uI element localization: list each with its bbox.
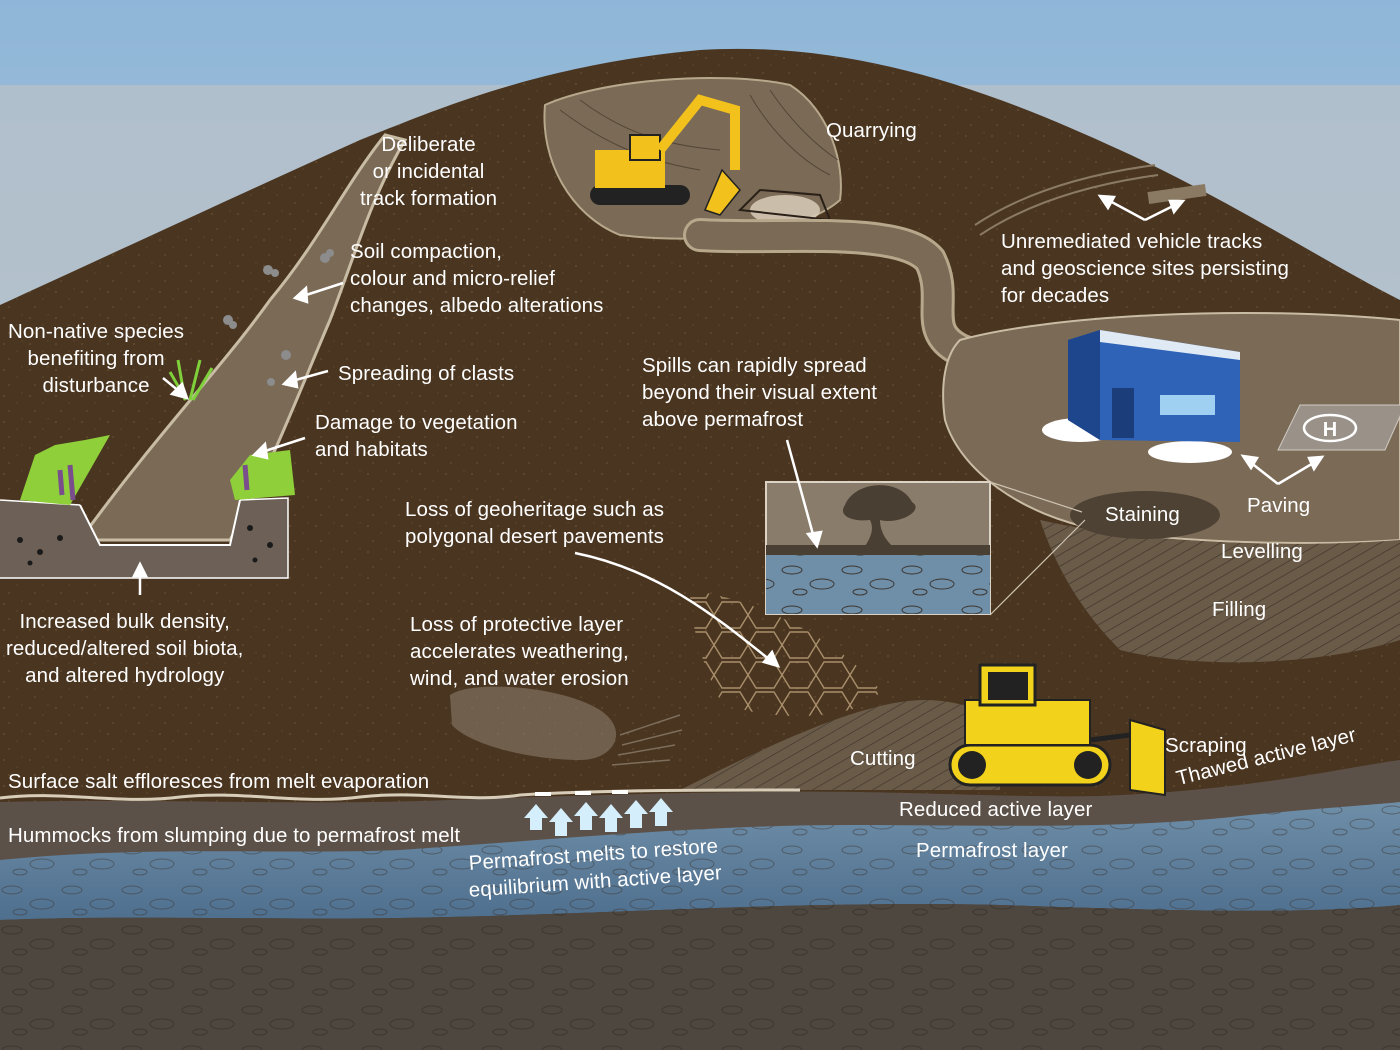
arrow-icon — [131, 194, 1325, 668]
melt-arrows — [524, 798, 673, 836]
field-hut-icon — [1042, 330, 1240, 463]
label-spreading-clasts: Spreading of clasts — [338, 362, 515, 385]
label-levelling: Levelling — [1221, 540, 1303, 563]
label-protective-layer: Loss of protective layer accelerates wea… — [410, 613, 629, 690]
label-reduced-active-layer: Reduced active layer — [899, 798, 1093, 821]
label-quarrying: Quarrying — [826, 119, 917, 142]
label-damage-vegetation: Damage to vegetation and habitats — [315, 411, 518, 461]
staining-patch — [1070, 491, 1220, 539]
old-vehicle-tracks — [974, 164, 1207, 236]
label-unremediated-tracks: Unremediated vehicle tracks and geoscien… — [1001, 230, 1289, 307]
label-cutting: Cutting — [850, 747, 916, 770]
label-paving: Paving — [1247, 494, 1311, 517]
label-filling: Filling — [1212, 598, 1267, 621]
label-permafrost-layer: Permafrost layer — [916, 839, 1068, 862]
label-staining: Staining — [1105, 503, 1180, 526]
polygonal-pavement — [690, 590, 880, 717]
label-scraping: Scraping — [1165, 734, 1247, 757]
spill-inset — [765, 481, 1086, 616]
salt-crust — [535, 790, 628, 796]
excavator-icon — [590, 94, 741, 216]
label-salt-effloresces: Surface salt effloresces from melt evapo… — [8, 770, 430, 793]
vegetation-icon — [20, 359, 295, 505]
label-geoheritage: Loss of geoheritage such as polygonal de… — [405, 498, 665, 548]
label-hummocks: Hummocks from slumping due to permafrost… — [8, 824, 461, 847]
label-non-native-species: Non-native species benefiting from distu… — [8, 320, 185, 397]
clasts — [223, 249, 334, 386]
label-soil-compaction: Soil compaction, colour and micro-relief… — [350, 240, 604, 317]
label-spills: Spills can rapidly spread beyond their v… — [642, 354, 878, 431]
label-track-formation: Deliberate or incidental track formation — [360, 133, 498, 210]
helipad-icon: H — [1277, 404, 1400, 451]
dust-cloud — [450, 686, 617, 760]
bulldozer-icon — [948, 663, 1166, 797]
svg-text:H: H — [1323, 419, 1337, 441]
label-bulk-density: Increased bulk density, reduced/altered … — [6, 610, 244, 687]
